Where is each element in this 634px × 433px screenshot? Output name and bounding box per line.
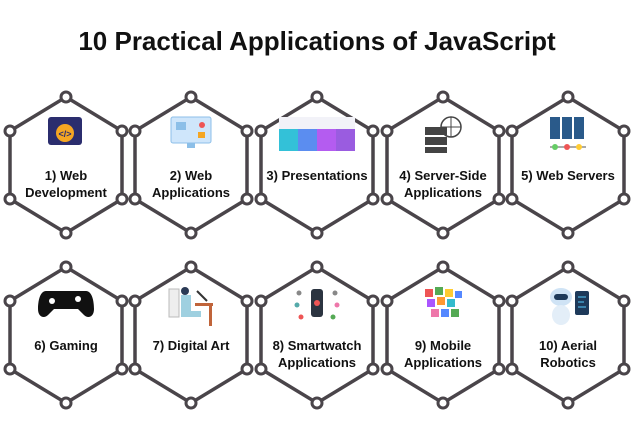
page-title: 10 Practical Applications of JavaScript <box>78 26 556 56</box>
hexagon-node <box>617 192 631 206</box>
hexagon-node <box>380 362 394 376</box>
hexagon-node <box>59 260 73 274</box>
hexagon-node <box>59 90 73 104</box>
hexagon-node <box>561 260 575 274</box>
hexagon-node <box>436 226 450 240</box>
application-label: 5) Web Servers <box>521 168 615 183</box>
hexagon-node <box>254 362 268 376</box>
hexagon-node <box>505 192 519 206</box>
server-globe-icon <box>387 115 499 155</box>
hexagon-node <box>366 192 380 206</box>
hexagon-node <box>617 294 631 308</box>
application-label: 3) Presentations <box>266 168 368 183</box>
application-item: 6) Gaming <box>10 267 122 403</box>
application-item: 4) Server-Side Applications <box>387 97 499 233</box>
hexagon-node <box>492 124 506 138</box>
application-label: 8) Smartwatch Applications <box>272 338 362 370</box>
hexagon-node <box>115 124 129 138</box>
hexagon-node <box>380 294 394 308</box>
smartwatch-icon <box>261 285 373 321</box>
hexagon-node <box>3 192 17 206</box>
hexagon-node <box>561 396 575 410</box>
hexagon-node <box>436 90 450 104</box>
svg-text:</>: </> <box>58 129 71 139</box>
hexagon-node <box>128 192 142 206</box>
hexagon-node <box>128 124 142 138</box>
hexagon-node <box>254 192 268 206</box>
monitor-dashboard-icon <box>135 115 247 151</box>
application-item: 7) Digital Art <box>135 267 247 403</box>
hexagon-node <box>310 90 324 104</box>
hexagon-node <box>115 294 129 308</box>
hexagon-node <box>436 396 450 410</box>
application-item: </> 1) Web Development <box>10 97 122 233</box>
hexagon-node <box>561 226 575 240</box>
hexagon-node <box>492 192 506 206</box>
application-label: 4) Server-Side Applications <box>399 168 487 200</box>
hexagon-node <box>254 124 268 138</box>
hexagon-node <box>436 260 450 274</box>
hexagon-node <box>561 90 575 104</box>
hexagon-node <box>115 362 129 376</box>
server-rack-icon <box>512 115 624 153</box>
hexagon-node <box>184 396 198 410</box>
hexagon-node <box>617 362 631 376</box>
mobile-apps-icon <box>387 285 499 321</box>
hexagon-node <box>366 294 380 308</box>
hexagon-node <box>310 396 324 410</box>
hexagon-node <box>3 362 17 376</box>
hexagon-node <box>380 192 394 206</box>
hexagon-node <box>366 362 380 376</box>
application-label: 6) Gaming <box>34 338 98 353</box>
application-label: 2) Web Applications <box>151 168 230 200</box>
hexagon-node <box>240 294 254 308</box>
hexagon-node <box>505 124 519 138</box>
hexagon-node <box>115 192 129 206</box>
hexagon-node <box>128 294 142 308</box>
slides-icon <box>261 115 373 153</box>
hexagon-node <box>617 124 631 138</box>
hexagon-node <box>254 294 268 308</box>
application-item: 8) Smartwatch Applications <box>261 267 373 403</box>
application-label: 1) Web Development <box>25 168 107 200</box>
hexagon-node <box>380 124 394 138</box>
application-item: 10) Aerial Robotics <box>512 267 624 403</box>
hexagon-node <box>59 226 73 240</box>
application-item: 5) Web Servers <box>512 97 624 233</box>
hexagon-node <box>3 124 17 138</box>
gamepad-icon <box>10 285 122 319</box>
hexagon-node <box>184 90 198 104</box>
application-label: 10) Aerial Robotics <box>538 338 598 370</box>
application-label: 9) Mobile Applications <box>403 338 482 370</box>
hexagon-node <box>184 260 198 274</box>
hexagon-node <box>492 362 506 376</box>
hexagon-node <box>59 396 73 410</box>
artist-desk-icon <box>135 285 247 329</box>
hexagon-node <box>310 260 324 274</box>
hexagon-node <box>240 192 254 206</box>
hexagon-node <box>240 124 254 138</box>
hexagon-node <box>240 362 254 376</box>
robot-icon <box>512 285 624 329</box>
hexagon-node <box>3 294 17 308</box>
application-item: 9) Mobile Applications <box>387 267 499 403</box>
hexagon-node <box>366 124 380 138</box>
hexagon-node <box>505 294 519 308</box>
hexagon-node <box>505 362 519 376</box>
hexagon-node <box>492 294 506 308</box>
hexagon-node <box>184 226 198 240</box>
application-item: 2) Web Applications <box>135 97 247 233</box>
hexagon-node <box>128 362 142 376</box>
application-label: 7) Digital Art <box>152 338 230 353</box>
code-window-icon: </> <box>10 115 122 151</box>
hexagon-node <box>310 226 324 240</box>
application-item: 3) Presentations <box>261 97 373 233</box>
